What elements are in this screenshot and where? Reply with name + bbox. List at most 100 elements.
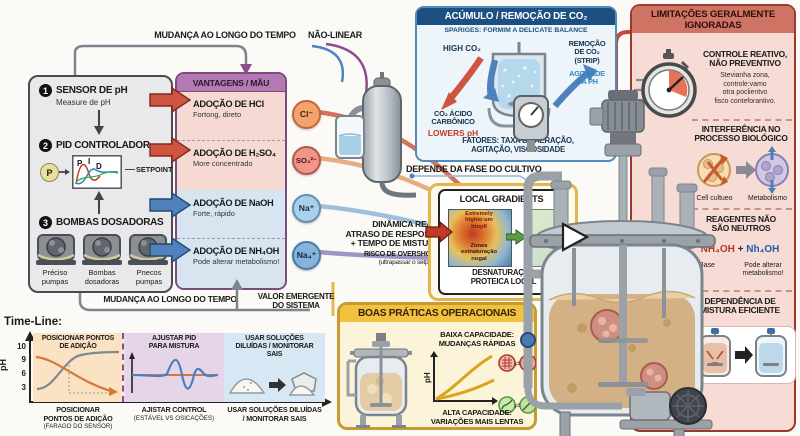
vantagens-item-nh4oh: ADOÇÃO DE NH₄OH Pode alterar metabolismo… (177, 239, 285, 288)
tick-10: 10 (17, 342, 26, 351)
svg-text:I: I (88, 157, 90, 166)
vantagens-item-hcl: ADOÇÃO DE HCl Fortong, direto (177, 92, 285, 141)
down-arrow-icon (94, 110, 104, 135)
fatores-label: FATORES: TAXA DE AERAÇÃO,AGITAÇÃO, VISCO… (462, 136, 574, 154)
phase3-caption: USAR SOLUÇÕES DILUÍDAS / MONITORAR SAIS (227, 405, 322, 423)
phase2-chart (129, 352, 219, 394)
p-sensor-badge: P (40, 163, 59, 182)
label-nao-linear: NÃO-LINEAR (308, 30, 362, 40)
dosing-tank-icon (335, 72, 417, 198)
arrow-right-icon (59, 169, 70, 175)
phase1-chart (35, 350, 120, 397)
co2-subtitle: SPARIGES: FORMIM A DELICATE BALANCE (444, 27, 588, 34)
control-chain-panel: 1 SENSOR DE pH Measure de pH 2 PID CONTR… (28, 75, 173, 293)
step1-row: 1 SENSOR DE pH (39, 84, 128, 97)
gradient-flow-arrow (506, 229, 527, 245)
stopwatch-icon (634, 49, 697, 118)
vantagens-title: VANTAGENS / MÃU (177, 74, 285, 92)
timeline-divider (122, 333, 124, 402)
step3-row: 3 BOMBAS DOSADORAS (39, 216, 164, 229)
step2-title: PID CONTROLADOR (56, 140, 150, 151)
ion-badge-ammonium: Na₄⁺ (292, 241, 321, 270)
step1-title: SENSOR DE pH (56, 85, 128, 96)
ph-capacity-chart: pH (423, 351, 498, 405)
s1-body: Stevianha zona,controle:vamo otra poclie… (714, 72, 776, 105)
pid-response-chart: P I D (72, 155, 122, 189)
timeline-ylabel: pH (0, 359, 8, 371)
cell-metabolism-icons (697, 146, 789, 194)
label-mudanca-bottom: MUDANÇA AO LONGO DO TEMPO (103, 294, 237, 304)
step1-subtitle: Measure de pH (56, 98, 111, 107)
co2-title: ACÚMULO / REMOÇÃO DE CO₂ (417, 8, 615, 25)
svg-text:⇄: ⇄ (514, 401, 521, 410)
step2-row: 2 PID CONTROLADOR (39, 139, 150, 152)
up-arrow-icon (94, 191, 104, 214)
s1-title: CONTROLE REATIVO,NÃO PREVENTIVO (703, 49, 787, 69)
baixa-capacidade-label: BAIXA CAPACIDADE:MUDANÇAS RÁPIDAS (438, 330, 516, 348)
tick-3: 3 (21, 383, 26, 392)
setpoint-line (125, 169, 135, 170)
svg-text:⇄: ⇄ (514, 359, 521, 368)
s3-formulas: NH₄OH + Nh₄OH (700, 244, 780, 255)
step3-title: BOMBAS DOSADORAS (56, 217, 164, 228)
step1-number: 1 (39, 84, 52, 97)
ion-badge-chloride: Cl⁻ (292, 100, 321, 129)
strip-arrow (552, 64, 597, 109)
mixing-vessels-icon (699, 328, 787, 377)
nh4oh-blue: Nh₄OH (746, 244, 780, 255)
tick-6: 6 (21, 369, 26, 378)
divider (692, 208, 792, 210)
high-co2-label: HIGH CO₂ (443, 44, 481, 53)
gradients-title: LOCAL GRADIENTS (459, 194, 544, 204)
vantagens-item-h2so4: ADOÇÃO DE H₂SO₄ More concentrado (177, 141, 285, 190)
svg-text:pH: pH (423, 372, 432, 383)
phase2-caption: AJISTAR CONTROL (ESTÁVEL VS OSICAÇÕES) (133, 405, 215, 422)
phase3-salt-icons (228, 372, 317, 396)
vantagens-panel: VANTAGENS / MÃU ADOÇÃO DE HCl Fortong, d… (175, 72, 287, 290)
dinamica-block: DINÂMICA REAL: ATRASO DE RESPOSTA + TEMP… (345, 219, 441, 266)
s2-captions: Cell cultueo Metabolismo (696, 195, 788, 202)
ion-badge-sodium: Na⁺ (292, 194, 321, 223)
ion-badge-sulfate: SO₄²⁻ (292, 146, 321, 175)
pump-row (36, 233, 168, 266)
pump-icon (36, 234, 76, 265)
setpoint-label: SETPOINT (136, 165, 173, 174)
lowers-ph-label: LOWERS pH (427, 128, 479, 138)
pump-icon (82, 234, 122, 265)
bioreactor-illustration (513, 90, 716, 436)
step3-number: 3 (39, 216, 52, 229)
tick-9: 9 (21, 355, 26, 364)
nh4oh-red: NH₄OH (700, 244, 735, 255)
mixing-vessels-box (690, 326, 796, 384)
label-depende-fase: DEPENDE DA FASE DO CULTIVO (406, 164, 542, 174)
divider (692, 119, 792, 121)
boas-title: BOAS PRÁTICAS OPERACIONAIS (340, 305, 534, 322)
label-mudanca-top: MUDANÇA AO LONGO DO TEMPO (154, 30, 296, 40)
timeline-label: Time-Line: (4, 316, 62, 328)
phase1-caption: POSICIONAR PONTOS DE ADIÇÃO (FARAGO DO S… (43, 405, 113, 431)
divider (692, 290, 792, 292)
svg-text:D: D (96, 162, 102, 171)
pump-icon (128, 234, 168, 265)
step2-number: 2 (39, 139, 52, 152)
